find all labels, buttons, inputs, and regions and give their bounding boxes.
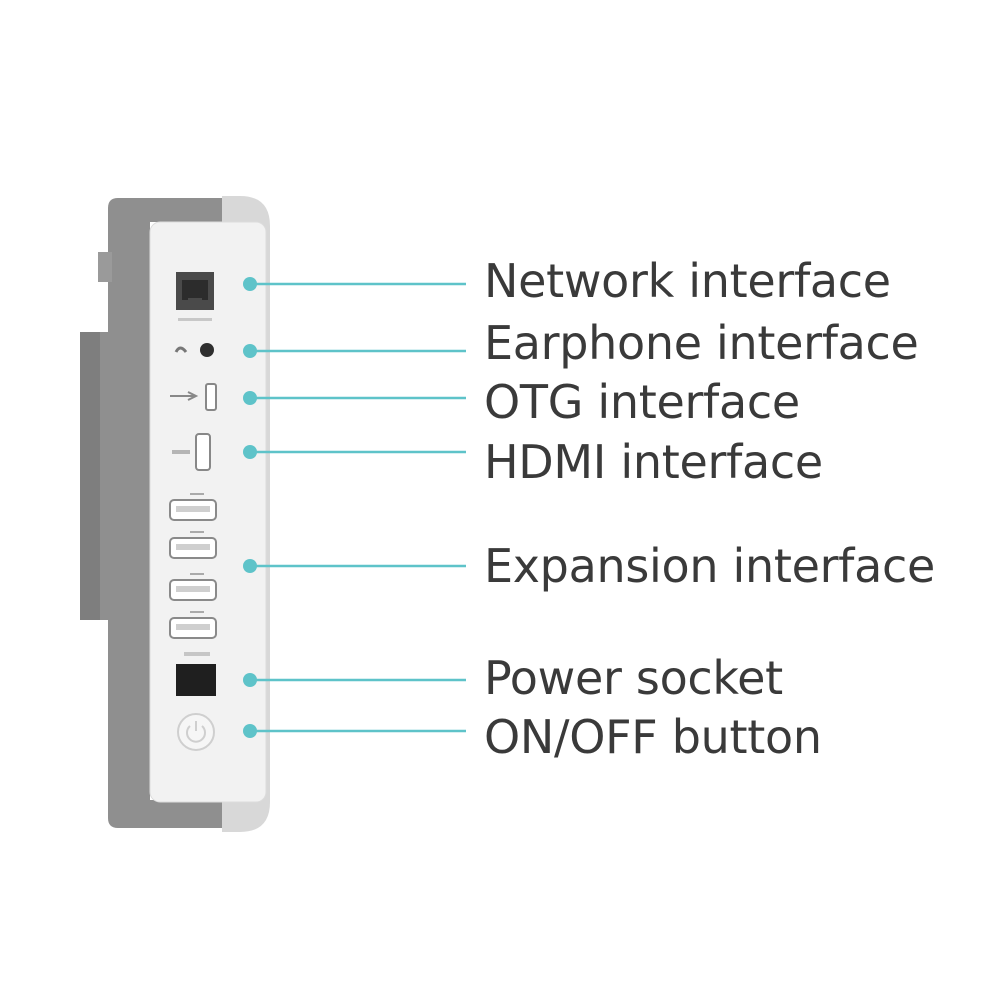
device-clip-top (98, 252, 112, 282)
headphone-jack-icon (174, 343, 214, 357)
callout-hdmi (243, 445, 466, 459)
callout-power (243, 673, 466, 687)
power-button-icon (177, 713, 215, 751)
label-otg-interface: OTG interface (484, 375, 800, 429)
label-on-off-button: ON/OFF button (484, 710, 822, 764)
label-power-socket: Power socket (484, 651, 783, 705)
label-expansion-interface: Expansion interface (484, 539, 935, 593)
callout-earphone (243, 344, 466, 358)
label-network-interface: Network interface (484, 254, 891, 308)
label-earphone-interface: Earphone interface (484, 316, 919, 370)
usb-port-icon (169, 493, 217, 521)
callout-network (243, 277, 466, 291)
callout-expansion (243, 559, 466, 573)
usb-port-icon (169, 573, 217, 601)
callout-onoff (243, 724, 466, 738)
device-back-shell (80, 198, 222, 828)
ethernet-port-icon (176, 272, 214, 321)
usb-otg-port-icon (170, 383, 217, 411)
usb-port-icon (169, 611, 217, 639)
label-hdmi-interface: HDMI interface (484, 435, 823, 489)
hdmi-port-icon (172, 433, 211, 471)
dc-power-socket-icon (176, 652, 216, 696)
usb-port-icon (169, 531, 217, 559)
callout-otg (243, 391, 466, 405)
device-stand (80, 332, 100, 620)
